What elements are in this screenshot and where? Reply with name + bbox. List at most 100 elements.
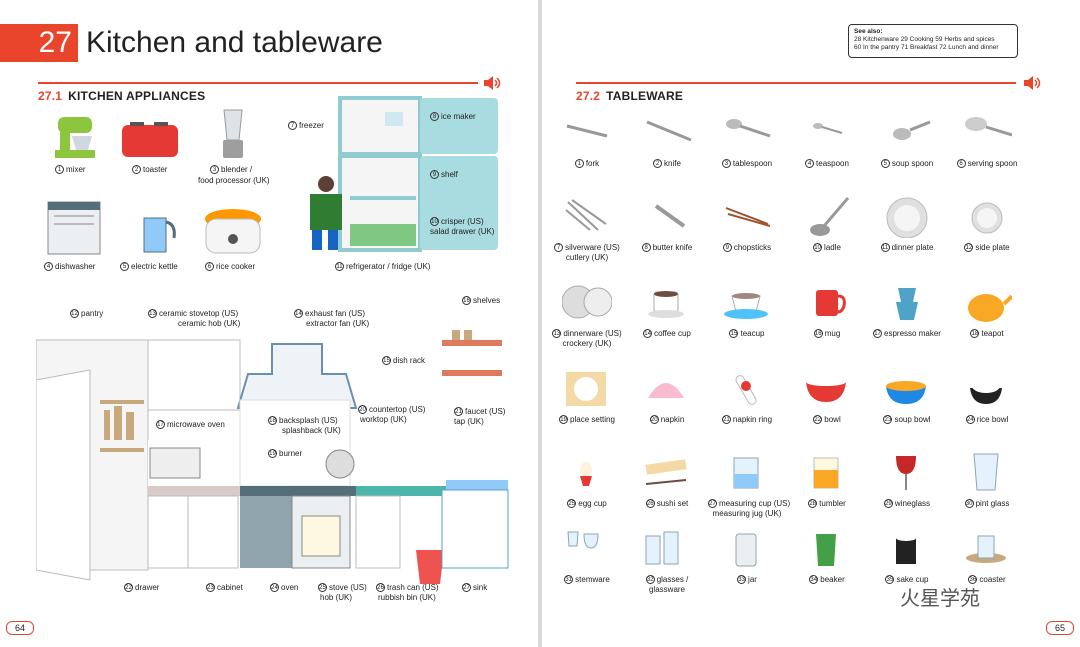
tableware-label-alt: glassware: [648, 585, 685, 594]
tableware-image: [886, 381, 926, 404]
see-also-box: See also: 28 Kitchenware 29 Cooking 59 H…: [848, 24, 1018, 58]
toaster-image: [122, 122, 178, 157]
tableware-image: [733, 457, 759, 489]
rice-cooker-image: [205, 209, 261, 254]
mixer-image: [55, 117, 95, 158]
tableware-image: [810, 197, 850, 236]
tableware-image: [886, 197, 928, 239]
page-number-left: 64: [6, 621, 35, 635]
tableware-image: [971, 202, 1003, 234]
label-crisper-uk: salad drawer (UK): [430, 227, 495, 236]
tableware-image: [724, 293, 768, 319]
label-rubbish-bin: rubbish bin (UK): [378, 593, 436, 602]
tableware-image: [813, 123, 843, 134]
kitchen-scene-image: [36, 330, 509, 584]
tableware-image: [896, 535, 916, 564]
label-tap: tap (UK): [454, 417, 484, 426]
tableware-image: [816, 534, 836, 566]
page-number-right: 65: [1045, 621, 1074, 635]
tableware-image: [966, 535, 1006, 563]
tableware-image: [566, 372, 606, 406]
label-worktop: worktop (UK): [360, 415, 407, 424]
tableware-image: [561, 285, 613, 319]
tableware-image: [965, 117, 1013, 137]
chapter-number: 27: [0, 24, 78, 62]
tableware-image: [973, 453, 999, 491]
tableware-image: [567, 531, 599, 549]
label-splashback: splashback (UK): [282, 426, 341, 435]
tableware-image: [725, 207, 771, 227]
tableware-image: [726, 119, 771, 138]
tableware-image: [646, 120, 692, 142]
tableware-image: [565, 199, 607, 231]
tableware-image: [896, 288, 918, 320]
tableware-label-alt: crockery (UK): [562, 339, 612, 348]
section-rule: [38, 82, 478, 84]
tableware-image: [645, 531, 679, 565]
speaker-icon[interactable]: [1022, 75, 1042, 91]
watermark: 火星学苑: [900, 588, 980, 610]
tableware-image: [645, 459, 687, 485]
refrigerator-image: [310, 96, 498, 252]
speaker-icon[interactable]: [482, 75, 502, 91]
tableware-image: [648, 383, 684, 398]
tableware-image: [580, 462, 592, 486]
tableware-image: [735, 375, 757, 405]
tableware-image: [566, 124, 608, 138]
label-blender-uk: food processor (UK): [198, 176, 270, 185]
